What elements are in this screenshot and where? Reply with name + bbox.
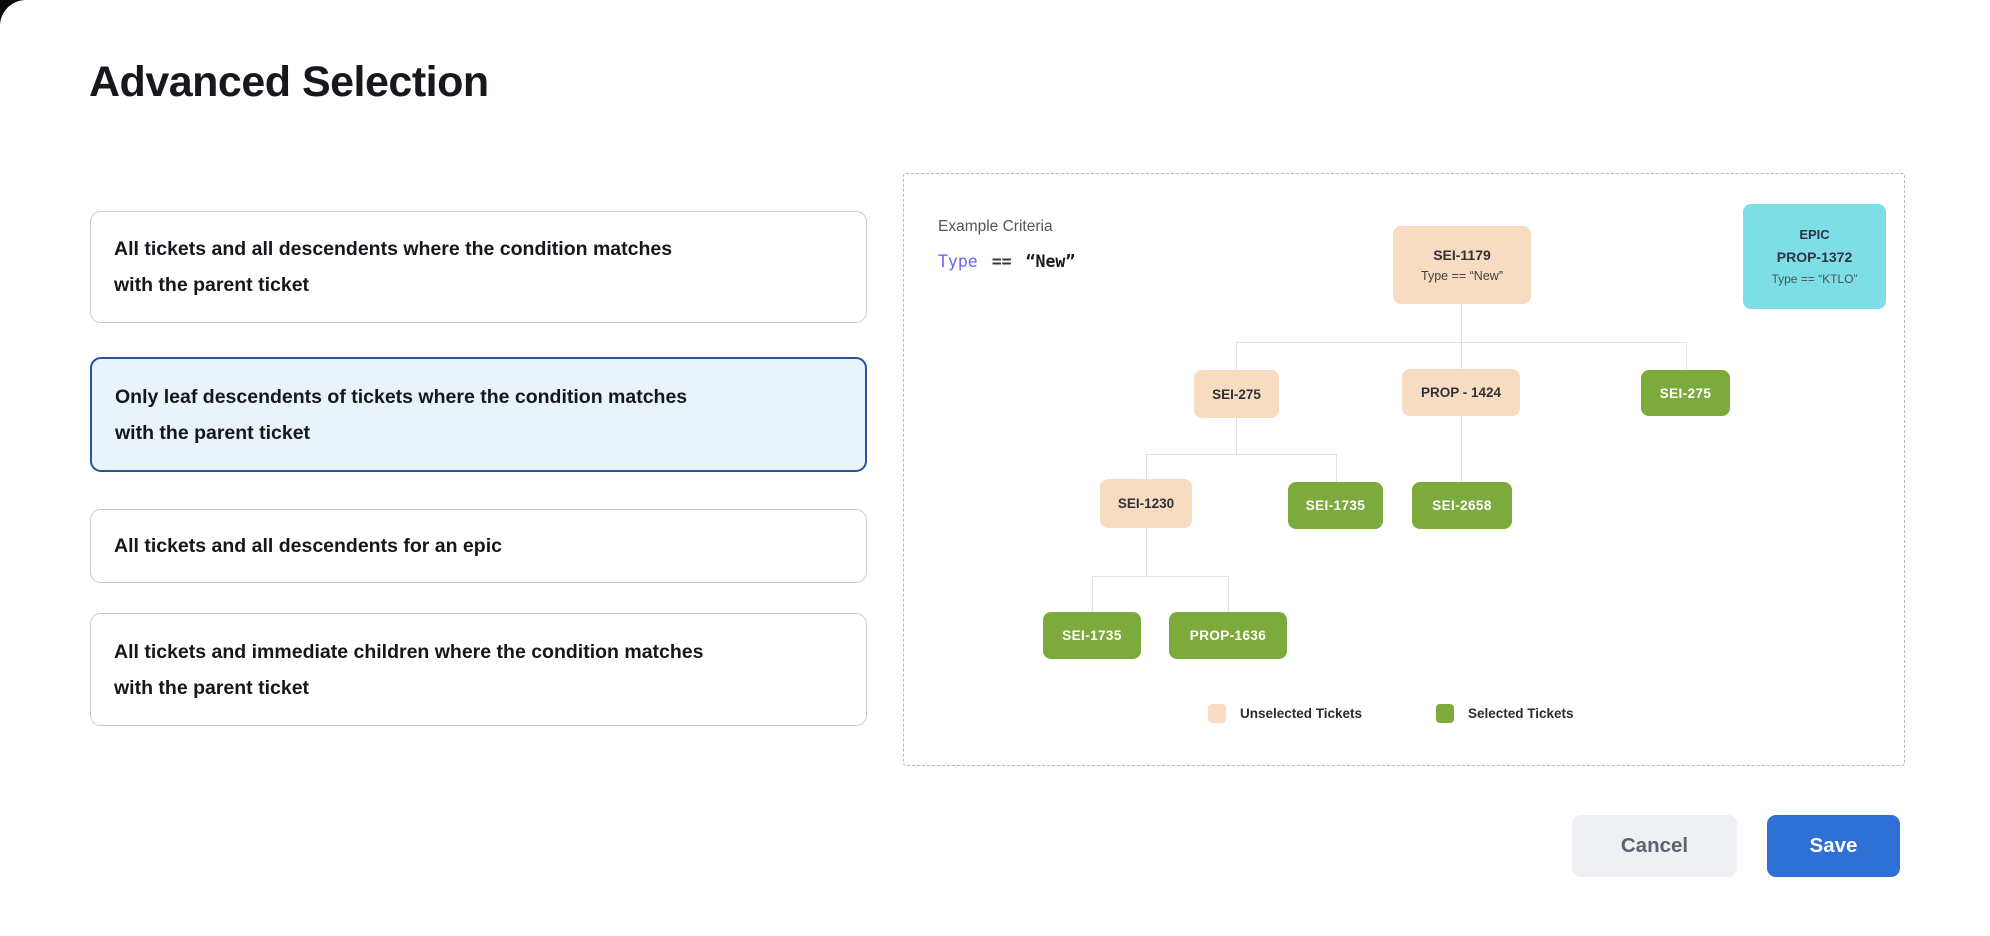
- option-all-descendents-epic[interactable]: All tickets and all descendents for an e…: [90, 509, 867, 583]
- legend-label: Selected Tickets: [1468, 705, 1574, 721]
- option-immediate-children-condition[interactable]: All tickets and immediate children where…: [90, 613, 867, 726]
- ticket-node: SEI-275: [1641, 370, 1730, 416]
- ticket-node: SEI-2658: [1412, 482, 1512, 529]
- tree-connector: [1236, 418, 1237, 454]
- epic-kind: EPIC: [1799, 227, 1830, 242]
- epic-id: PROP-1372: [1776, 249, 1853, 265]
- tree-connector: [1236, 342, 1237, 370]
- page-title: Advanced Selection: [89, 58, 489, 106]
- unselected-swatch-icon: [1208, 703, 1226, 723]
- tree-connector: [1461, 304, 1462, 342]
- ticket-id: SEI-1735: [1062, 628, 1122, 643]
- ticket-node-root: SEI-1179 Type == “New”: [1393, 226, 1531, 304]
- save-button[interactable]: Save: [1767, 815, 1900, 877]
- selected-swatch-icon: [1436, 703, 1454, 723]
- legend-selected: Selected Tickets: [1436, 703, 1574, 723]
- legend-label: Unselected Tickets: [1240, 705, 1363, 721]
- criteria-operator: ==: [991, 252, 1012, 271]
- ticket-node: SEI-1735: [1288, 482, 1383, 529]
- ticket-node: SEI-1735: [1043, 612, 1141, 659]
- ticket-id: SEI-275: [1659, 385, 1712, 401]
- ticket-node: PROP - 1424: [1402, 369, 1520, 416]
- option-label: All tickets and all descendents for an e…: [114, 535, 502, 557]
- ticket-id: PROP-1636: [1189, 628, 1267, 643]
- ticket-id: SEI-1179: [1433, 247, 1491, 263]
- tree-connector: [1146, 454, 1147, 479]
- option-label: Only leaf descendents of tickets where t…: [115, 385, 688, 444]
- ticket-node: SEI-1230: [1100, 479, 1192, 528]
- example-criteria-heading: Example Criteria: [938, 218, 1053, 235]
- legend-unselected: Unselected Tickets: [1208, 703, 1362, 723]
- ticket-id: SEI-1735: [1305, 498, 1366, 513]
- tree-connector: [1686, 342, 1687, 370]
- criteria-field: Type: [938, 252, 978, 271]
- tree-connector: [1336, 454, 1337, 482]
- option-label: All tickets and all descendents where th…: [114, 238, 673, 296]
- epic-condition: Type == “KTLO”: [1771, 272, 1858, 286]
- tree-connector: [1461, 342, 1462, 369]
- ticket-id: PROP - 1424: [1420, 385, 1502, 400]
- tree-connector: [1092, 576, 1093, 612]
- ticket-node: SEI-275: [1194, 370, 1279, 418]
- option-label: All tickets and immediate children where…: [114, 640, 704, 699]
- example-diagram-panel: Example Criteria Type == “New” SEI-1179 Ty…: [903, 173, 1905, 766]
- example-criteria-expression: Type == “New”: [938, 252, 1075, 271]
- ticket-id: SEI-2658: [1432, 498, 1492, 513]
- cancel-button[interactable]: Cancel: [1572, 815, 1737, 877]
- tree-connector: [1228, 576, 1229, 612]
- tree-connector: [1146, 528, 1147, 576]
- tree-connector: [1092, 576, 1228, 577]
- tree-connector: [1146, 454, 1336, 455]
- ticket-id: SEI-1230: [1117, 496, 1175, 511]
- ticket-node: PROP-1636: [1169, 612, 1287, 659]
- tree-connector: [1461, 416, 1462, 482]
- option-all-descendents-condition[interactable]: All tickets and all descendents where th…: [90, 211, 867, 323]
- epic-card: EPIC PROP-1372 Type == “KTLO”: [1743, 204, 1886, 309]
- ticket-condition: Type == “New”: [1421, 269, 1503, 283]
- criteria-value: “New”: [1025, 252, 1076, 271]
- ticket-id: SEI-275: [1212, 386, 1261, 402]
- option-leaf-descendents-condition[interactable]: Only leaf descendents of tickets where t…: [90, 357, 867, 472]
